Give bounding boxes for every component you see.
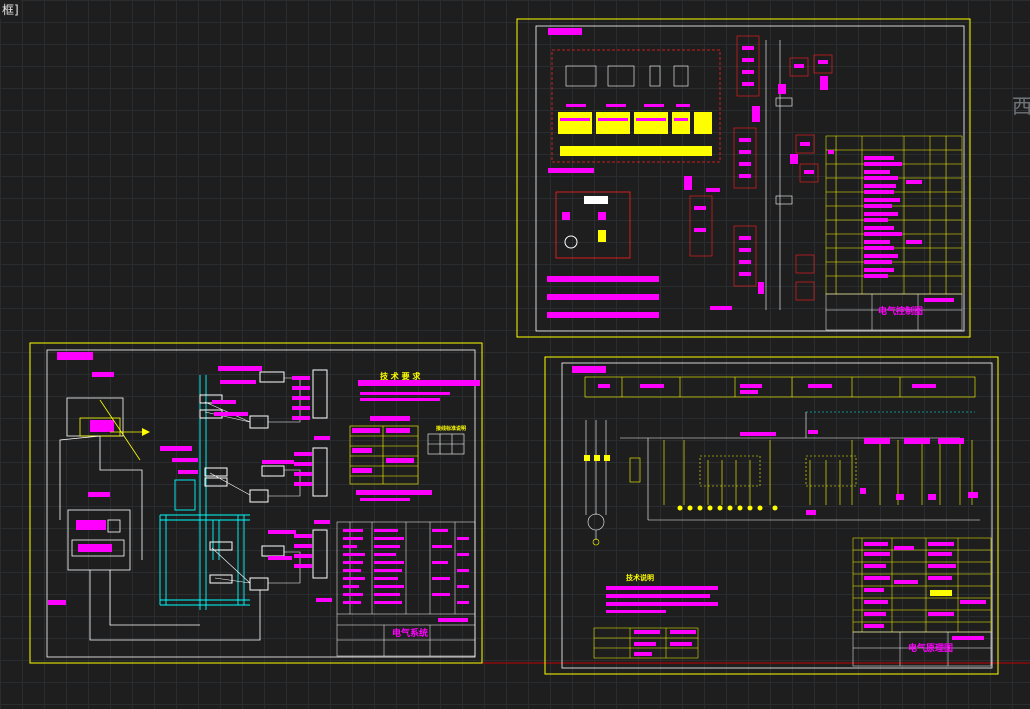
technical-notes: 技术说明 <box>606 573 718 613</box>
left-title-block-name: 电气系统 <box>392 627 428 639</box>
bom-left-cells <box>343 529 469 622</box>
left-notes <box>356 490 432 501</box>
spec-table-bottom <box>593 627 699 659</box>
ribbon-partial-text: 西 <box>1012 94 1030 118</box>
top-right-title-block-name: 电气控制图 <box>878 305 923 317</box>
bottom-right-title-block-name: 电气原理图 <box>908 642 953 654</box>
title-block-bottom-right <box>852 631 992 667</box>
technical-requirements: 技 术 要 求 <box>358 371 480 421</box>
legend-header: 接线标准说明 <box>435 425 466 432</box>
bom-bottom-right-cells <box>864 542 986 628</box>
relay-coils <box>584 455 778 511</box>
bom-table-left <box>336 521 476 657</box>
circuit-tags <box>740 430 978 515</box>
highlight-cell <box>930 590 952 596</box>
drawing-sheet-bottom-right[interactable]: 技术说明 <box>544 356 999 675</box>
bom-top-right-cells <box>828 150 922 278</box>
control-branches <box>629 440 973 505</box>
spec-table <box>349 425 419 485</box>
equipment-schematic <box>59 397 261 641</box>
tech-notes-header: 技术说明 <box>626 573 654 582</box>
drawing-sheet-left[interactable]: 技 术 要 求 接线标准说明 <box>29 342 483 664</box>
valve-group <box>199 369 328 591</box>
title-block-top-right <box>825 293 963 331</box>
sheet-code-tag <box>548 28 582 35</box>
left-annotations <box>160 366 332 602</box>
drawing-sheet-top-right[interactable]: 电气控制图 <box>516 18 971 338</box>
sheet-code-tag <box>572 366 606 373</box>
command-label: 框] <box>0 0 21 19</box>
connection-legend-table: 接线标准说明 <box>427 425 466 455</box>
main-power-circuit <box>585 411 980 546</box>
relay-tags <box>684 46 828 310</box>
sheet-code-tag <box>57 352 93 360</box>
circuit-header-strip <box>584 376 976 398</box>
tech-req-header: 技 术 要 求 <box>380 371 421 381</box>
pipe-network <box>159 375 250 610</box>
control-panel-layout <box>548 49 721 259</box>
terminal-rows <box>547 276 659 318</box>
relay-ladder <box>689 35 833 310</box>
